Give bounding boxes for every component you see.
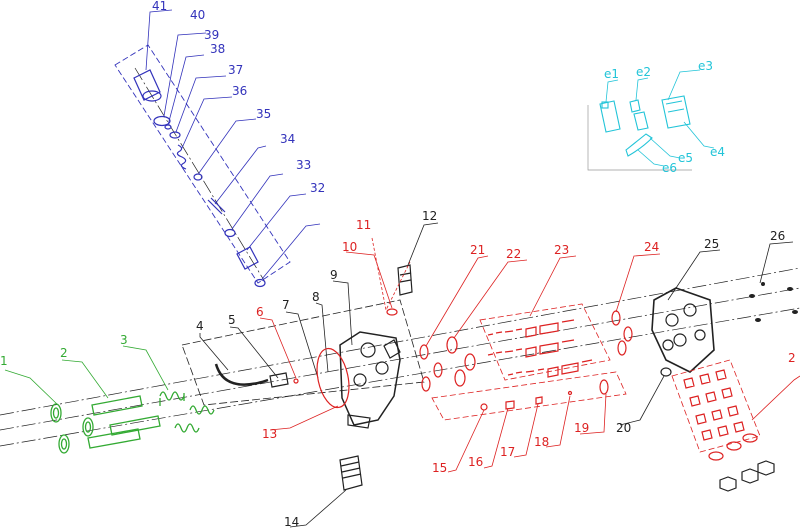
seal-part-24 [611,310,633,356]
label-e1: e1 [604,67,619,81]
center-line-valve [134,67,266,283]
plunger-part-2 [87,395,161,449]
label-9: 9 [330,268,338,282]
inset-part-e1 [599,100,621,133]
spring-part-3 [159,391,215,433]
enclosure-27 [671,359,761,453]
label-7: 7 [282,298,290,312]
label-26: 26 [770,229,785,243]
label-e2: e2 [636,65,651,79]
label-1: 1 [0,354,8,368]
label-17: 17 [500,445,515,459]
label-23: 23 [554,243,569,257]
label-6: 6 [256,305,264,319]
label-35: 35 [256,107,271,121]
label-10: 10 [342,240,357,254]
label-11: 11 [356,218,371,232]
label-3: 3 [120,333,128,347]
label-38: 38 [210,42,225,56]
small-parts-15-19 [480,379,609,411]
center-line-bottom [0,307,800,447]
label-40: 40 [190,8,205,22]
valve-part-38 [169,131,181,139]
label-34: 34 [280,132,295,146]
valve-part-36 [193,173,203,181]
red-leaders [259,251,800,473]
label-8: 8 [312,290,320,304]
inset-frame [587,105,692,171]
pump-head-part-25 [651,287,715,373]
label-20: 20 [616,421,631,435]
label-5: 5 [228,313,236,327]
dark-leaders [199,222,794,528]
fitting-part-12 [397,264,413,296]
label-24: 24 [644,240,659,254]
center-lines [0,67,800,447]
oring-part-13 [316,347,350,409]
label-12: 12 [422,209,437,223]
valve-leaders [145,9,321,280]
nut-parts [719,460,775,492]
dark-parts [181,222,798,528]
fitting-part-5 [269,372,289,388]
valve-assembly-part-23 [487,319,593,378]
blue-parts [114,9,321,288]
plug-part-20 [660,367,672,377]
seal-part-1 [50,403,94,454]
filter-part-14 [339,455,363,491]
inset-part-e2 [629,99,649,131]
label-13: 13 [262,427,277,441]
valve-part-41 [133,69,162,102]
enclosure-23 [479,303,611,381]
part-6 [293,378,299,384]
label-21: 21 [470,243,485,257]
label-e5: e5 [678,151,693,165]
label-e3: e3 [698,59,713,73]
inset-part-e3 [661,95,691,129]
green-parts [4,345,215,454]
label-15: 15 [432,461,447,475]
part-10 [386,308,398,316]
label-32: 32 [310,181,325,195]
valve-part-34 [224,228,236,238]
valve-part-32 [254,278,266,288]
label-e4: e4 [710,145,725,159]
cyan-inset [587,69,715,171]
label-27: 2 [788,351,796,365]
label-14: 14 [284,515,299,529]
valve-part-39 [164,124,172,130]
label-2: 2 [60,346,68,360]
label-19: 19 [574,421,589,435]
seal-part-21 [419,344,443,392]
label-33: 33 [296,158,311,172]
seal-part-22 [446,336,476,387]
label-18: 18 [534,435,549,449]
label-4: 4 [196,319,204,333]
label-e6: e6 [662,161,677,175]
valve-enclosure [114,44,291,284]
label-39: 39 [204,28,219,42]
valve-part-33 [236,246,259,270]
valve-part-27 [683,369,758,461]
center-enclosure [181,299,425,406]
inset-leaders [605,69,715,167]
label-25: 25 [704,237,719,251]
valve-stem-35 [207,197,226,215]
inset-part-e6 [625,133,653,157]
manifold-part-9 [339,331,401,429]
label-16: 16 [468,455,483,469]
enclosure-15-19 [431,371,627,421]
valve-spring-37 [176,144,187,170]
label-36: 36 [232,84,247,98]
bolt-part-26 [749,282,798,322]
hose-part-4 [214,363,269,386]
label-41: 41 [152,0,167,13]
valve-part-40 [153,115,171,127]
label-37: 37 [228,63,243,77]
red-parts [259,237,800,473]
label-22: 22 [506,247,521,261]
